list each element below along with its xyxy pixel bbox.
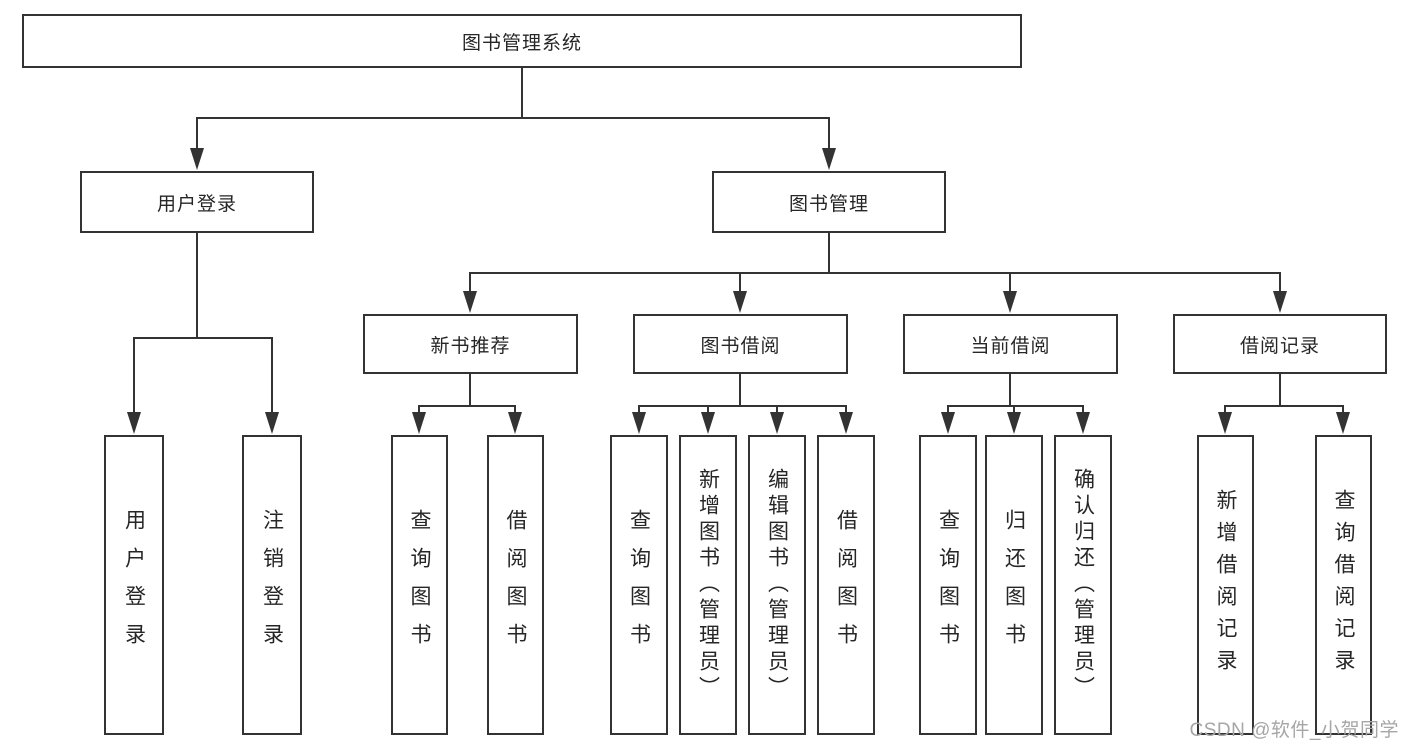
leaf-query-borrow-record-label: 查询借阅记录 xyxy=(1332,489,1355,681)
node-user-login: 用户登录 xyxy=(80,171,314,233)
leaf-query-books-borrow-label: 查询图书 xyxy=(627,509,651,661)
leaf-return-books-label: 归还图书 xyxy=(1002,509,1026,661)
leaf-logout: 注销登录 xyxy=(242,435,302,735)
node-book-borrowing-label: 图书借阅 xyxy=(700,335,781,357)
leaf-query-books-rec-label: 查询图书 xyxy=(408,509,431,661)
leaf-query-books-rec: 查询图书 xyxy=(391,435,448,735)
node-root-label: 图书管理系统 xyxy=(461,32,582,54)
node-user-login-label: 用户登录 xyxy=(156,193,237,215)
leaf-add-books-admin: 新增图书（管理员） xyxy=(679,435,737,735)
csdn-watermark: CSDN @软件_小贺同学 xyxy=(1189,720,1399,741)
leaf-confirm-return-admin-label: 确认归还（管理员） xyxy=(1071,468,1095,702)
node-new-book-recommendation: 新书推荐 xyxy=(363,314,578,374)
leaf-return-books: 归还图书 xyxy=(985,435,1043,735)
leaf-user-login-label: 用户登录 xyxy=(122,509,146,661)
node-borrowing-records-label: 借阅记录 xyxy=(1239,335,1320,357)
leaf-confirm-return-admin: 确认归还（管理员） xyxy=(1054,435,1112,735)
leaf-add-borrow-record-label: 新增借阅记录 xyxy=(1214,489,1237,681)
node-book-borrowing: 图书借阅 xyxy=(633,314,848,374)
node-current-borrowing: 当前借阅 xyxy=(903,314,1118,374)
leaf-query-books-current-label: 查询图书 xyxy=(936,509,960,661)
leaf-borrow-books-rec-label: 借阅图书 xyxy=(504,509,527,661)
leaf-query-books-borrow: 查询图书 xyxy=(610,435,668,735)
node-book-management: 图书管理 xyxy=(712,171,946,233)
leaf-add-books-admin-label: 新增图书（管理员） xyxy=(696,468,720,702)
leaf-query-books-current: 查询图书 xyxy=(919,435,977,735)
leaf-edit-books-admin: 编辑图书（管理员） xyxy=(748,435,806,735)
leaf-borrow-books-rec: 借阅图书 xyxy=(487,435,544,735)
node-book-management-label: 图书管理 xyxy=(788,193,869,215)
leaf-query-borrow-record: 查询借阅记录 xyxy=(1315,435,1372,735)
leaf-user-login: 用户登录 xyxy=(104,435,164,735)
node-root: 图书管理系统 xyxy=(22,14,1022,68)
leaf-add-borrow-record: 新增借阅记录 xyxy=(1197,435,1254,735)
leaf-edit-books-admin-label: 编辑图书（管理员） xyxy=(765,468,789,702)
leaf-borrow-books: 借阅图书 xyxy=(817,435,875,735)
node-new-book-recommendation-label: 新书推荐 xyxy=(430,335,511,357)
node-current-borrowing-label: 当前借阅 xyxy=(970,335,1051,357)
leaf-logout-label: 注销登录 xyxy=(260,509,284,661)
node-borrowing-records: 借阅记录 xyxy=(1173,314,1387,374)
leaf-borrow-books-label: 借阅图书 xyxy=(834,509,858,661)
